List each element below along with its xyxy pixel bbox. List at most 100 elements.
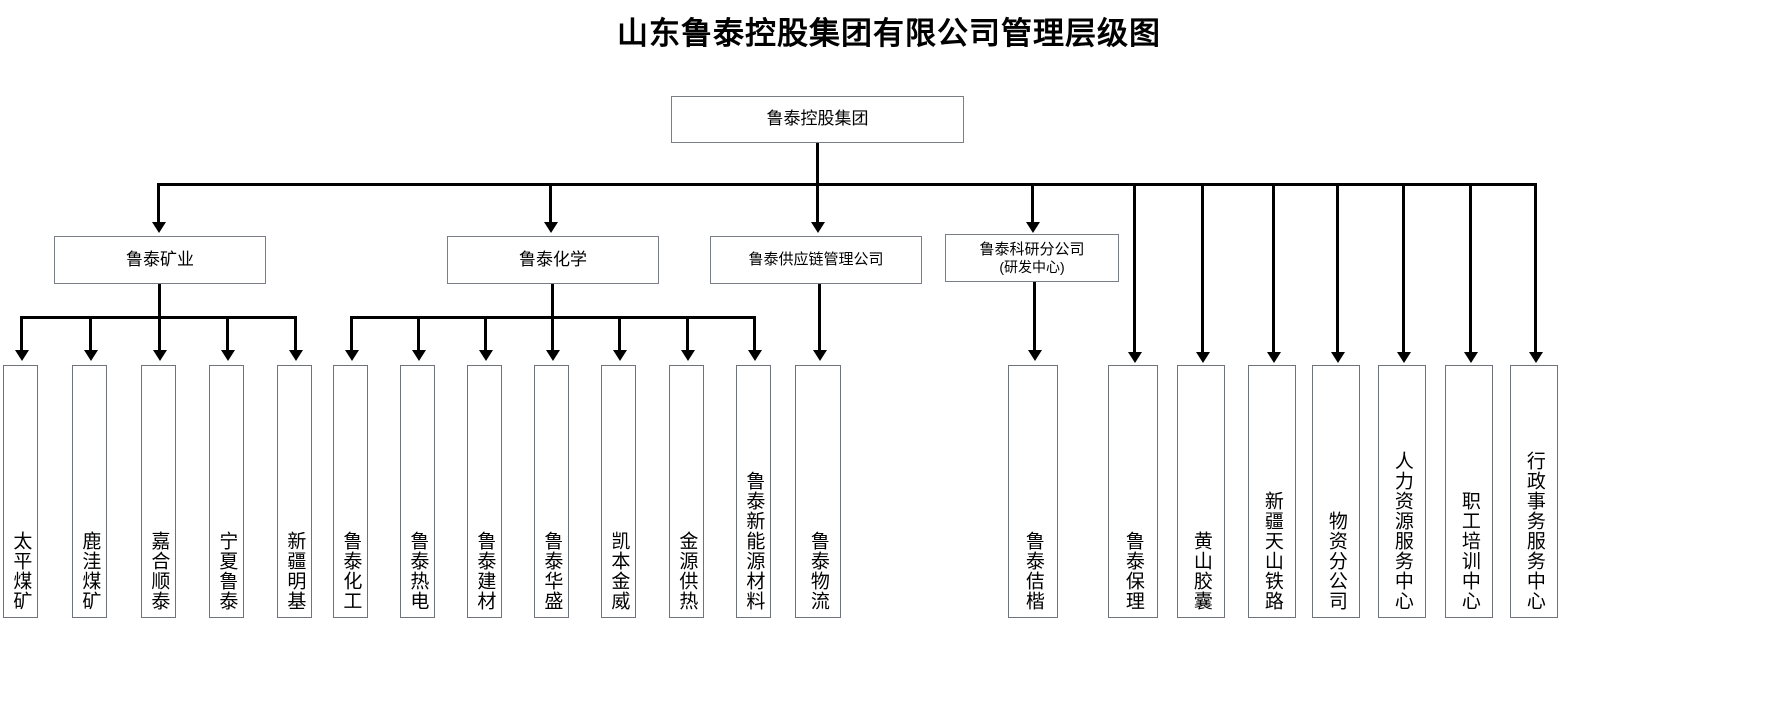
leaf-node[interactable]: 鲁泰保理 — [1108, 365, 1158, 618]
connector-chemical-leaf-0 — [350, 316, 353, 354]
leaf-node[interactable]: 行政事务服务中心 — [1510, 365, 1558, 618]
node-division-supply-chain[interactable]: 鲁泰供应链管理公司 — [710, 236, 922, 284]
connector-mining-leaf-3 — [226, 316, 229, 354]
arrow-chemical-leaf-1 — [412, 350, 426, 361]
node-root[interactable]: 鲁泰控股集团 — [671, 96, 964, 143]
leaf-node[interactable]: 鹿洼煤矿 — [72, 365, 107, 618]
leaf-label: 物资分公司 — [1325, 511, 1347, 611]
connector-chemical-leaf-5 — [686, 316, 689, 354]
connector-drop-direct-6 — [1534, 183, 1537, 357]
leaf-node[interactable]: 嘉合顺泰 — [141, 365, 176, 618]
leaf-node[interactable]: 金源供热 — [669, 365, 704, 618]
connector-root-stem — [816, 143, 819, 185]
connector-drop-direct-5 — [1469, 183, 1472, 357]
leaf-node[interactable]: 黄山胶囊 — [1177, 365, 1225, 618]
leaf-label: 鲁泰新能源材料 — [743, 471, 765, 611]
leaf-label: 鲁泰佶楷 — [1022, 531, 1044, 611]
connector-drop-supply — [816, 183, 819, 227]
node-division-research-sublabel: (研发中心) — [999, 258, 1065, 275]
leaf-node[interactable]: 鲁泰化工 — [333, 365, 368, 618]
node-division-mining-label: 鲁泰矿业 — [126, 249, 194, 269]
connector-supply-leaf-0 — [818, 284, 821, 354]
leaf-node[interactable]: 太平煤矿 — [3, 365, 38, 618]
leaf-label: 鲁泰建材 — [474, 531, 496, 611]
node-division-research[interactable]: 鲁泰科研分公司 (研发中心) — [945, 234, 1119, 282]
leaf-label: 新疆明基 — [284, 531, 306, 611]
leaf-label: 嘉合顺泰 — [148, 531, 170, 611]
leaf-label: 鲁泰物流 — [807, 531, 829, 611]
connector-chemical-leaf-4 — [618, 316, 621, 354]
connector-drop-direct-4 — [1402, 183, 1405, 357]
arrow-mining-leaf-0 — [15, 350, 29, 361]
leaf-node[interactable]: 职工培训中心 — [1445, 365, 1493, 618]
leaf-label: 鲁泰保理 — [1122, 531, 1144, 611]
leaf-node[interactable]: 鲁泰建材 — [467, 365, 502, 618]
connector-drop-direct-2 — [1272, 183, 1275, 357]
arrow-mining-leaf-1 — [84, 350, 98, 361]
arrow-supply — [811, 222, 825, 233]
leaf-node[interactable]: 鲁泰佶楷 — [1008, 365, 1058, 618]
arrow-direct-1 — [1196, 352, 1210, 363]
node-division-chemical[interactable]: 鲁泰化学 — [447, 236, 659, 284]
leaf-label: 太平煤矿 — [10, 531, 32, 611]
leaf-label: 鲁泰热电 — [407, 531, 429, 611]
leaf-label: 人力资源服务中心 — [1391, 451, 1413, 611]
leaf-node[interactable]: 新疆明基 — [277, 365, 312, 618]
connector-chemical-leaf-2 — [484, 316, 487, 354]
leaf-node[interactable]: 鲁泰新能源材料 — [736, 365, 771, 618]
leaf-label: 职工培训中心 — [1458, 491, 1480, 611]
leaf-label: 鲁泰华盛 — [541, 531, 563, 611]
leaf-label: 鲁泰化工 — [340, 531, 362, 611]
connector-drop-mining — [157, 183, 160, 227]
connector-chemical-stem — [551, 284, 554, 318]
connector-mining-leaf-2 — [158, 316, 161, 354]
connector-drop-direct-3 — [1336, 183, 1339, 357]
connector-main-bus — [157, 183, 1537, 186]
leaf-node[interactable]: 鲁泰华盛 — [534, 365, 569, 618]
connector-mining-leaf-4 — [294, 316, 297, 354]
arrow-mining-leaf-2 — [153, 350, 167, 361]
node-division-supply-chain-label: 鲁泰供应链管理公司 — [748, 251, 884, 268]
arrow-chemical-leaf-4 — [613, 350, 627, 361]
arrow-mining-leaf-3 — [221, 350, 235, 361]
connector-mining-leaf-0 — [20, 316, 23, 354]
leaf-label: 新疆天山铁路 — [1261, 491, 1283, 611]
leaf-node[interactable]: 鲁泰物流 — [795, 365, 841, 618]
connector-mining-stem — [158, 284, 161, 318]
leaf-node[interactable]: 新疆天山铁路 — [1248, 365, 1296, 618]
connector-research-leaf-0 — [1033, 282, 1036, 354]
arrow-direct-2 — [1267, 352, 1281, 363]
leaf-node[interactable]: 凯本金威 — [601, 365, 636, 618]
connector-chemical-leaf-1 — [417, 316, 420, 354]
leaf-label: 行政事务服务中心 — [1523, 451, 1545, 611]
leaf-label: 金源供热 — [676, 531, 698, 611]
arrow-chemical — [544, 222, 558, 233]
leaf-label: 鹿洼煤矿 — [79, 531, 101, 611]
arrow-direct-6 — [1529, 352, 1543, 363]
arrow-research-leaf-0 — [1028, 350, 1042, 361]
connector-mining-bus — [20, 316, 295, 319]
node-division-mining[interactable]: 鲁泰矿业 — [54, 236, 266, 284]
connector-drop-research — [1031, 183, 1034, 227]
page-title: 山东鲁泰控股集团有限公司管理层级图 — [617, 16, 1161, 52]
arrow-chemical-leaf-0 — [345, 350, 359, 361]
node-division-chemical-label: 鲁泰化学 — [519, 249, 587, 269]
arrow-supply-leaf-0 — [813, 350, 827, 361]
node-root-label: 鲁泰控股集团 — [766, 109, 869, 129]
leaf-label: 凯本金威 — [608, 531, 630, 611]
leaf-node[interactable]: 人力资源服务中心 — [1378, 365, 1426, 618]
arrow-research — [1026, 222, 1040, 233]
node-division-research-label: 鲁泰科研分公司 — [979, 241, 1085, 259]
arrow-direct-4 — [1397, 352, 1411, 363]
arrow-mining — [152, 222, 166, 233]
arrow-chemical-leaf-3 — [546, 350, 560, 361]
arrow-direct-0 — [1128, 352, 1142, 363]
leaf-node[interactable]: 物资分公司 — [1312, 365, 1360, 618]
arrow-chemical-leaf-6 — [748, 350, 762, 361]
arrow-chemical-leaf-5 — [681, 350, 695, 361]
connector-drop-direct-0 — [1133, 183, 1136, 357]
arrow-direct-5 — [1464, 352, 1478, 363]
leaf-node[interactable]: 鲁泰热电 — [400, 365, 435, 618]
leaf-node[interactable]: 宁夏鲁泰 — [209, 365, 244, 618]
connector-chemical-leaf-6 — [753, 316, 756, 354]
